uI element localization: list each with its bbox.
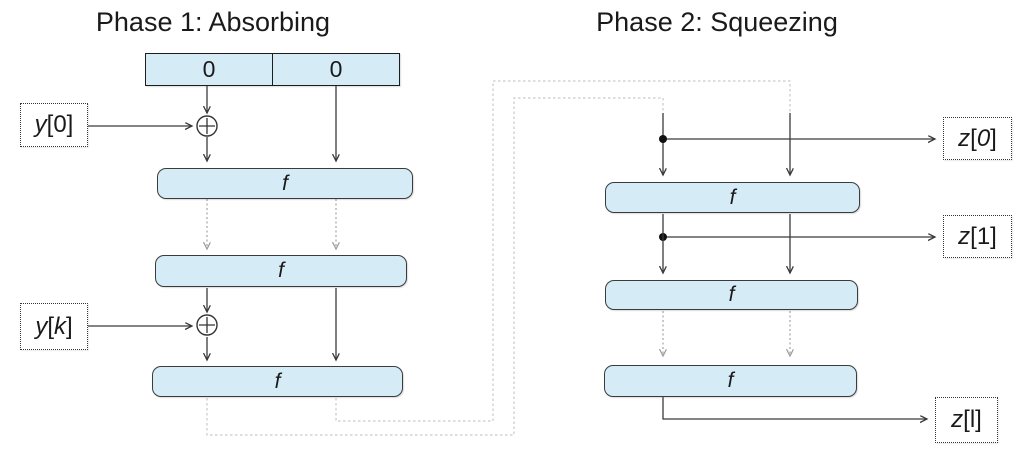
io-box-zl: z[l] xyxy=(935,397,998,443)
io-label-z0-zero: 0 xyxy=(976,124,991,152)
io-label-y0-index: [0] xyxy=(46,111,74,138)
io-label-yk-var: y xyxy=(35,312,48,340)
io-label-zl-var: z xyxy=(951,406,964,433)
xor-icon-1 xyxy=(196,115,218,137)
io-label-z0-close: ] xyxy=(990,124,997,152)
io-label-z0-var: z xyxy=(958,124,971,152)
xor-icon-2 xyxy=(196,314,218,336)
io-box-z1: z[1] xyxy=(943,215,1012,258)
f-box-absorb-3: f xyxy=(152,366,403,397)
state-cell-rate: 0 xyxy=(146,54,273,85)
f-box-squeeze-2: f xyxy=(605,280,858,310)
io-label-z1-index: [1] xyxy=(970,222,997,250)
loop-line-rate xyxy=(206,97,664,436)
arrow-sf3-to-zl xyxy=(662,397,927,419)
io-box-y0: y[0] xyxy=(20,103,88,147)
junction-dot-z0 xyxy=(659,135,667,143)
f-box-squeeze-3: f xyxy=(604,365,857,397)
state-cell-capacity: 0 xyxy=(329,56,343,82)
io-label-yk-k: k xyxy=(54,312,66,340)
f-box-absorb-2: f xyxy=(155,255,407,287)
io-label-yk-open: [ xyxy=(47,312,54,340)
loop-line-capacity xyxy=(335,80,791,422)
io-label-y0-var: y xyxy=(34,111,47,138)
phase2-title: Phase 2: Squeezing xyxy=(596,7,838,37)
io-label-z0-open: [ xyxy=(970,124,977,152)
io-box-yk: y[k] xyxy=(20,303,88,350)
f-box-absorb-1: f xyxy=(157,168,413,199)
f-box-squeeze-1: f xyxy=(605,182,860,213)
io-label-zl-index: [l] xyxy=(963,406,982,433)
io-label-yk-close: ] xyxy=(66,312,73,340)
io-box-z0: z[0] xyxy=(943,117,1012,160)
io-label-z1-var: z xyxy=(958,222,971,250)
phase1-title: Phase 1: Absorbing xyxy=(95,7,331,37)
state-register: 0 0 xyxy=(145,53,400,86)
